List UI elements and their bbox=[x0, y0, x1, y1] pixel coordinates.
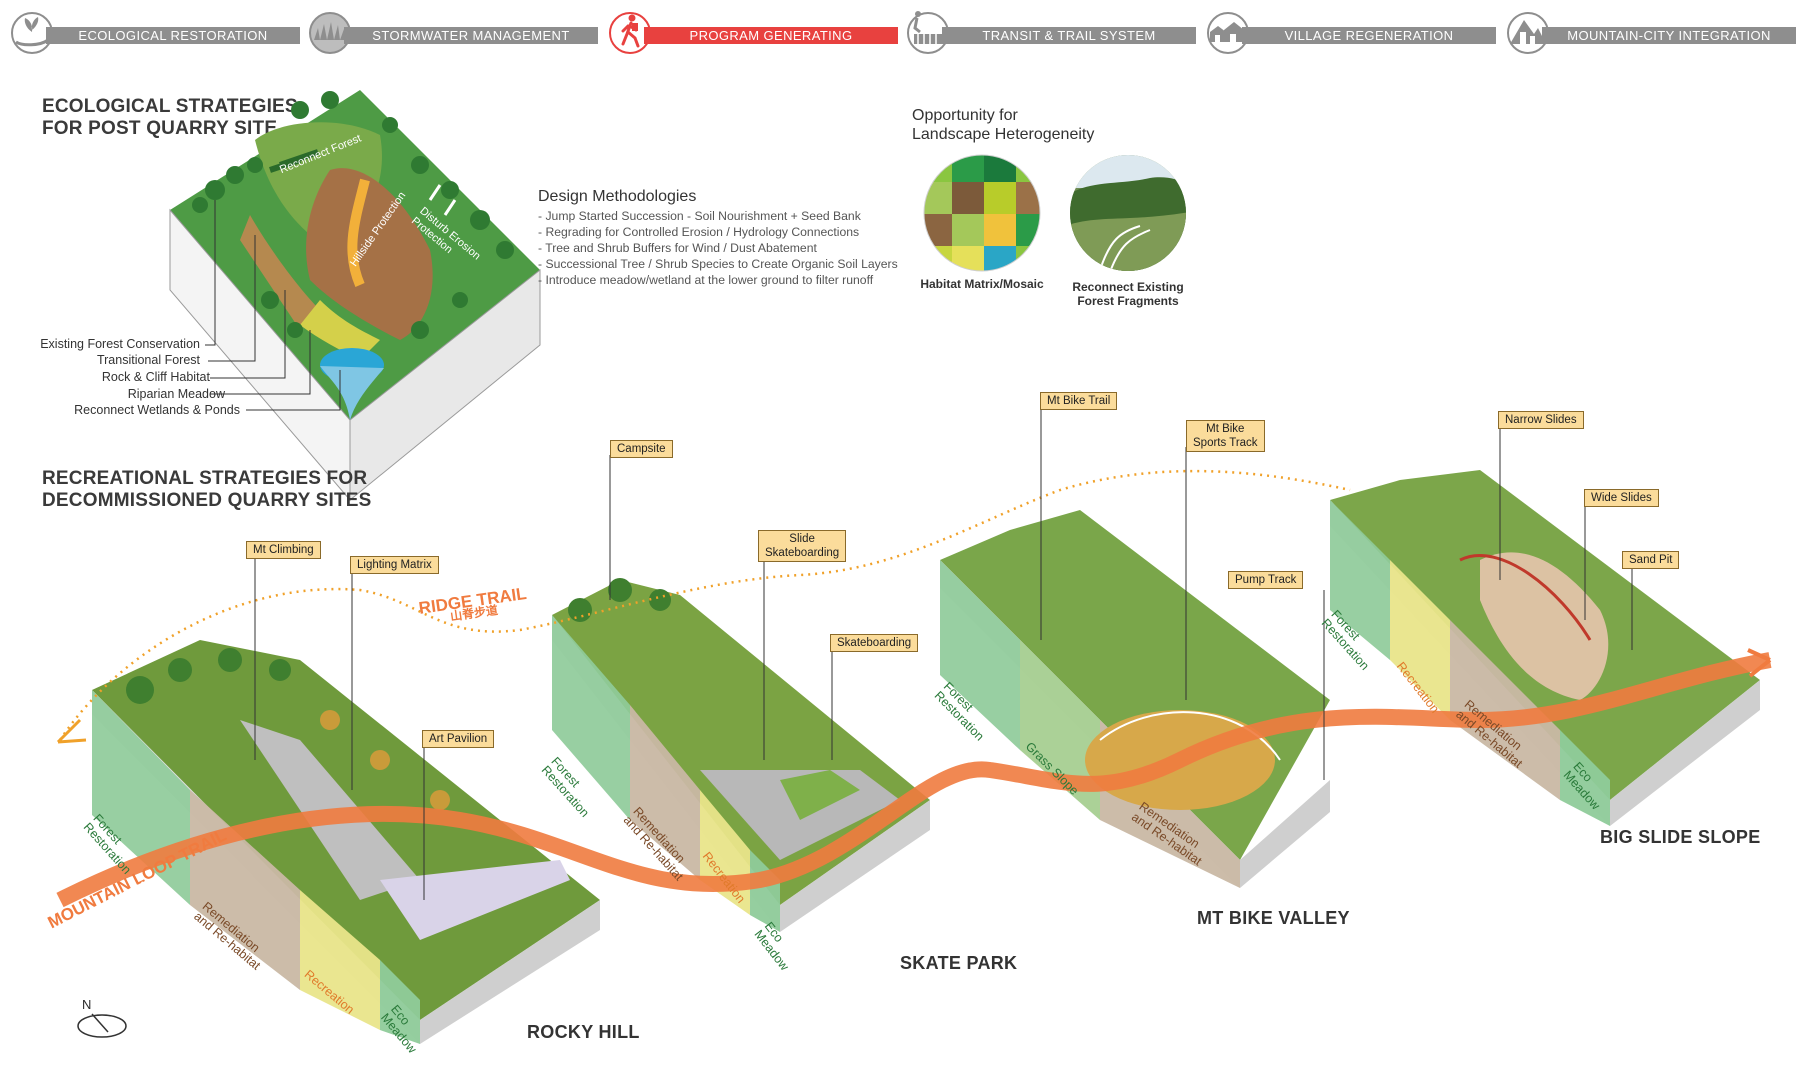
tag-campsite: Campsite bbox=[610, 440, 673, 458]
layer-rock-cliff: Rock & Cliff Habitat bbox=[101, 370, 210, 384]
tab-label: TRANSIT & TRAIL SYSTEM bbox=[942, 27, 1196, 44]
tab-label: STORMWATER MANAGEMENT bbox=[344, 27, 598, 44]
site-name-big-slide-slope: BIG SLIDE SLOPE bbox=[1600, 827, 1761, 847]
village-houses-icon bbox=[1207, 12, 1249, 54]
tag-art-pavilion: Art Pavilion bbox=[422, 730, 495, 748]
site-name-skate-park: SKATE PARK bbox=[900, 953, 1018, 973]
tag-mt-bike-sports-track: Mt Bike Sports Track bbox=[1186, 420, 1265, 452]
mt-bike-valley-block bbox=[940, 510, 1330, 888]
eco-block-diagram bbox=[169, 90, 541, 502]
eco-title-line1: ECOLOGICAL STRATEGIES bbox=[42, 96, 298, 117]
tag-skateboarding: Skateboarding bbox=[830, 634, 919, 652]
methodology-item: - Introduce meadow/wetland at the lower … bbox=[538, 273, 874, 287]
top-navigation: ECOLOGICAL RESTORATION STORMWATER MANAGE… bbox=[0, 0, 1800, 62]
habitat-caption: Habitat Matrix/Mosaic bbox=[920, 277, 1044, 291]
methodology-item: - Jump Started Succession - Soil Nourish… bbox=[538, 209, 861, 223]
tag-narrow-slides: Narrow Slides bbox=[1498, 411, 1584, 429]
methodologies-title: Design Methodologies bbox=[538, 188, 697, 205]
methodology-item: - Tree and Shrub Buffers for Wind / Dust… bbox=[538, 241, 817, 255]
tab-label: VILLAGE REGENERATION bbox=[1242, 27, 1496, 44]
tag-lighting-matrix: Lighting Matrix bbox=[350, 556, 439, 574]
grass-circle-icon bbox=[309, 12, 351, 54]
tab-label: PROGRAM GENERATING bbox=[644, 27, 898, 44]
forest-caption: Reconnect Existing Forest Fragments bbox=[1072, 280, 1184, 308]
methodology-item: - Regrading for Controlled Erosion / Hyd… bbox=[538, 225, 860, 239]
tab-label: MOUNTAIN-CITY INTEGRATION bbox=[1542, 27, 1796, 44]
tag-slide-skateboarding: Slide Skateboarding bbox=[758, 530, 847, 562]
site-name-mt-bike-valley: MT BIKE VALLEY bbox=[1197, 908, 1350, 928]
layer-existing-forest: Existing Forest Conservation bbox=[40, 337, 200, 351]
north-arrow bbox=[77, 1013, 127, 1038]
mountain-loop-trail-band bbox=[56, 652, 1772, 908]
tag-sand-pit: Sand Pit bbox=[1622, 551, 1680, 569]
eco-title-line2: FOR POST QUARRY SITE bbox=[42, 118, 278, 139]
opportunity-title: Opportunity for Landscape Heterogeneity bbox=[912, 107, 1095, 143]
habitat-matrix-icon bbox=[924, 155, 1040, 271]
site-name-rocky-hill: ROCKY HILL bbox=[527, 1022, 640, 1042]
tag-mt-climbing: Mt Climbing bbox=[246, 541, 321, 559]
tab-label: ECOLOGICAL RESTORATION bbox=[46, 27, 300, 44]
tag-mt-bike-trail: Mt Bike Trail bbox=[1040, 392, 1118, 410]
eco-title: ECOLOGICAL STRATEGIES FOR POST QUARRY SI… bbox=[42, 96, 298, 140]
layer-wetlands-ponds: Reconnect Wetlands & Ponds bbox=[74, 403, 240, 417]
tag-wide-slides: Wide Slides bbox=[1584, 489, 1659, 507]
methodologies-list: - Jump Started Succession - Soil Nourish… bbox=[538, 208, 898, 288]
north-label: N bbox=[82, 997, 92, 1012]
big-slide-slope-block bbox=[1330, 470, 1760, 826]
rec-title: RECREATIONAL STRATEGIES FOR DECOMMISSION… bbox=[42, 468, 372, 511]
forest-fragments-photo bbox=[1070, 155, 1186, 271]
layer-riparian-meadow: Riparian Meadow bbox=[127, 387, 225, 401]
skate-park-block bbox=[552, 578, 930, 932]
layer-transitional-forest: Transitional Forest bbox=[96, 353, 200, 367]
ridge-trail-line bbox=[58, 469, 1351, 741]
methodology-item: - Successional Tree / Shrub Species to C… bbox=[538, 257, 898, 271]
tag-pump-track: Pump Track bbox=[1228, 571, 1304, 589]
